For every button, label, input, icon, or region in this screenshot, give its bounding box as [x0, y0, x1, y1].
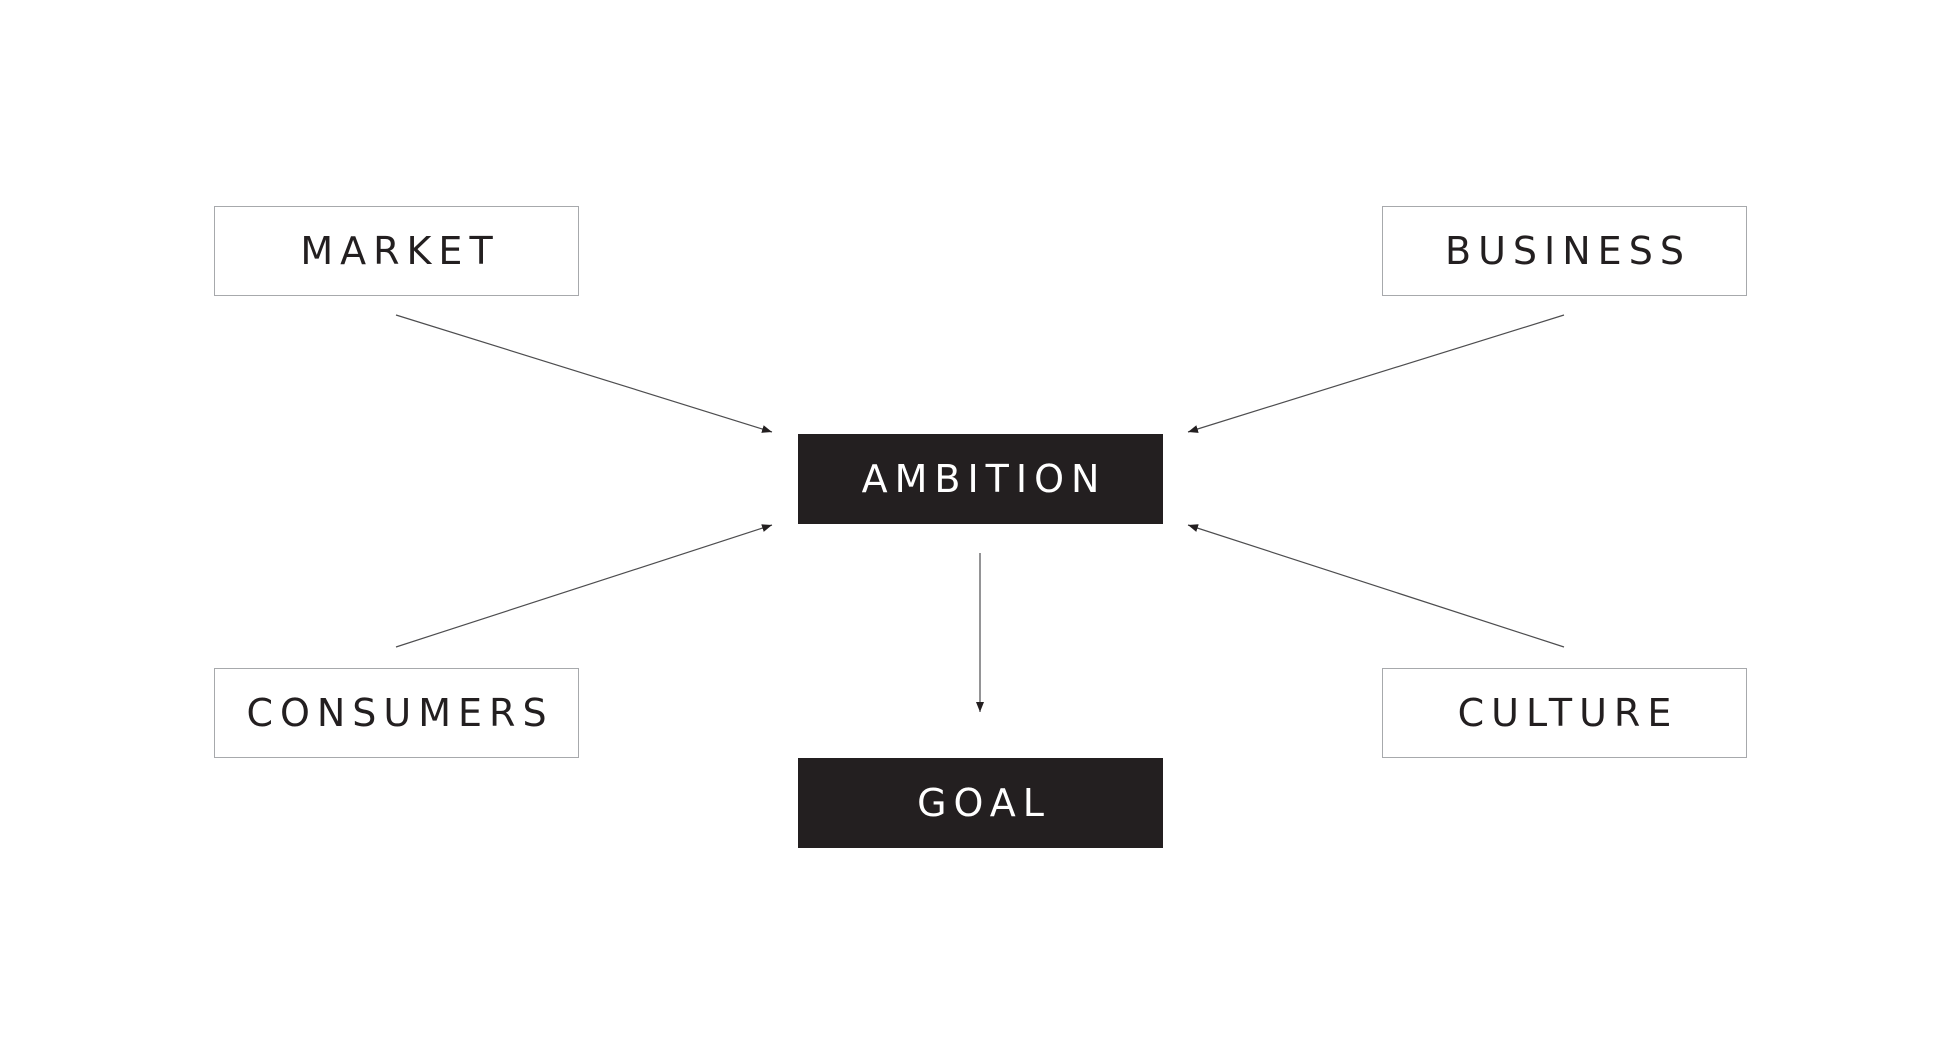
node-culture-label: CULTURE — [1457, 691, 1679, 735]
node-consumers: CONSUMERS — [214, 668, 579, 758]
node-market: MARKET — [214, 206, 579, 296]
node-culture: CULTURE — [1382, 668, 1747, 758]
node-market-label: MARKET — [300, 229, 500, 273]
arrow-culture-to-ambition — [1187, 524, 1565, 648]
arrow-consumers-to-ambition — [395, 524, 773, 648]
node-goal-label: GOAL — [917, 781, 1051, 825]
arrow-market-to-ambition — [395, 314, 773, 433]
node-consumers-label: CONSUMERS — [246, 691, 554, 735]
node-ambition: AMBITION — [798, 434, 1163, 524]
node-goal: GOAL — [798, 758, 1163, 848]
node-ambition-label: AMBITION — [861, 457, 1107, 501]
node-business-label: BUSINESS — [1445, 229, 1691, 273]
node-business: BUSINESS — [1382, 206, 1747, 296]
arrow-business-to-ambition — [1187, 314, 1565, 433]
